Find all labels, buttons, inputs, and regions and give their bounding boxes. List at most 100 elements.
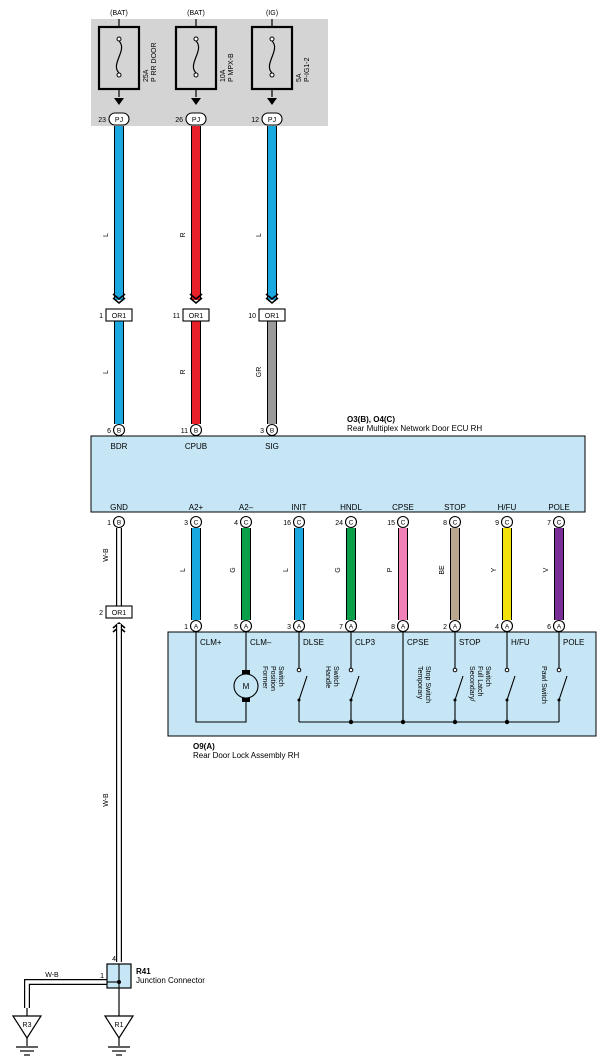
lock-terminal-2-letter: A: [297, 624, 302, 631]
or1-lower-pin: 2: [99, 610, 103, 617]
ecu-top-pin-2: 3: [260, 428, 264, 435]
ecu-bottom-label-0: A2+: [189, 503, 204, 512]
fuse-name-2: P-IG1-2: [304, 57, 311, 82]
lock-terminal-label-2: DLSE: [303, 638, 324, 647]
switch-pivot-7: [557, 698, 561, 702]
ecu-bottom-pin-4: 15: [387, 520, 395, 527]
lock-terminal-7-letter: A: [557, 624, 562, 631]
upper-wire-arrow-2-stroke-1: [265, 297, 279, 305]
ecu-bottom-pin-1: 4: [234, 520, 238, 527]
lower-wire-code-4: P: [387, 567, 394, 572]
switch-blade-2: [298, 675, 308, 701]
motor-label: M: [243, 682, 250, 691]
mid-wire-code-0: L: [103, 370, 110, 374]
lock-assembly-box: [167, 631, 597, 737]
gnd-wire-code-lower: W-B: [103, 793, 110, 807]
fuse-node-top-2: [269, 36, 275, 42]
ecu-gnd-terminal: [112, 515, 126, 529]
ecu-top-terminal-1-letter: B: [194, 428, 198, 435]
bus-junction-0: [348, 719, 354, 725]
ecu-top-label-2: SIG: [265, 442, 279, 451]
lock-terminal-2: [292, 619, 306, 633]
lock-terminal-3-letter: A: [349, 624, 354, 631]
or1-upper-2: [258, 308, 286, 322]
fuse-node-bottom-2: [269, 72, 275, 78]
fuse-name-1: P MPX-B: [228, 53, 235, 82]
fuse-element-2: [268, 40, 276, 74]
or1-upper-pin-0: 1: [99, 313, 103, 320]
lower-wire-code-1: G: [230, 567, 237, 572]
switch-label-3-1: Full Latch: [476, 666, 483, 696]
switch-contact-6: [504, 667, 510, 673]
or1-upper-pin-2: 10: [248, 313, 256, 320]
upper-wire-arrow-2-stroke-0: [265, 293, 279, 301]
ecu-bottom-terminal-5: [448, 515, 462, 529]
motor-brush-bottom: [242, 698, 250, 702]
upper-wire-arrow-0: [112, 293, 126, 305]
ground-r1-triangle: [103, 1015, 135, 1040]
ecu-bottom-terminal-1-letter: C: [244, 520, 249, 527]
ecu-bottom-label-6: H/FU: [498, 503, 517, 512]
ecu-top-terminal-2: [265, 423, 279, 437]
ecu-top-label-0: BDR: [111, 442, 128, 451]
fuse-node-bottom-1: [193, 72, 199, 78]
lower-wire-code-6: Y: [491, 567, 498, 572]
ecu-bottom-terminal-3: [344, 515, 358, 529]
lock-terminal-1-letter: A: [244, 624, 249, 631]
pj-connector-2-label: PJ: [268, 117, 276, 124]
pj-connector-0: [108, 112, 130, 126]
r3-wire-outline: [24, 979, 107, 1008]
lock-pin-1: 5: [234, 624, 238, 631]
fuse-rating-1: 10A: [220, 69, 227, 82]
lock-terminal-4: [396, 619, 410, 633]
lock-terminal-label-3: CLP3: [355, 638, 376, 647]
switch-pivot-2: [297, 698, 301, 702]
lock-terminal-label-0: CLM+: [200, 638, 222, 647]
gnd-wire-code-upper: W-B: [103, 548, 110, 562]
or1-upper-0-label: OR1: [112, 313, 127, 320]
upper-wire-arrow-0-stroke-0: [112, 293, 126, 301]
mid-wire-code-1: R: [180, 369, 187, 374]
upper-wire-code-0: L: [103, 233, 110, 237]
lock-pin-2: 3: [287, 624, 291, 631]
ecu-top-terminal-0: [112, 423, 126, 437]
or1-lower-label: OR1: [112, 610, 127, 617]
switch-contact-3: [348, 667, 354, 673]
ecu-bottom-terminal-7-letter: C: [557, 520, 562, 527]
pj-pin-1: 26: [175, 117, 183, 124]
switch-label-2-0: Temporary: [416, 666, 423, 700]
ecu-top-terminal-0-letter: B: [117, 428, 121, 435]
or1-upper-0: [105, 308, 133, 322]
pj-connector-0-label: PJ: [115, 117, 123, 124]
fuse-source-0: (BAT): [110, 10, 128, 17]
fuse-source-1: (BAT): [187, 10, 205, 17]
lock-terminal-7: [552, 619, 566, 633]
ecu-bottom-terminal-5-letter: C: [453, 520, 458, 527]
ecu-box: [90, 435, 586, 513]
ecu-bottom-terminal-6-letter: C: [505, 520, 510, 527]
bus-junction-1: [400, 719, 406, 725]
fuse-element-0: [115, 40, 123, 74]
r3-wire-code: W-B: [45, 972, 59, 979]
or1-upper-1-label: OR1: [189, 313, 204, 320]
fuse-arrow-0: [114, 98, 124, 105]
lock-terminal-label-4: CPSE: [407, 638, 429, 647]
pj-pin-0: 23: [98, 117, 106, 124]
ecu-gnd-terminal-letter: B: [117, 520, 121, 527]
lock-terminal-label-1: CLM–: [250, 638, 272, 647]
fuse-element-1: [192, 40, 200, 74]
pj-connector-2: [261, 112, 283, 126]
ecu-top-pin-1: 11: [181, 428, 188, 435]
switch-label-2-1: Stop Switch: [424, 666, 431, 703]
bus-junction-3: [504, 719, 510, 725]
junction-node: [117, 980, 121, 984]
or1-lower: [105, 605, 133, 619]
lower-wire-code-7: V: [543, 567, 550, 572]
ecu-bottom-pin-6: 9: [495, 520, 499, 527]
lock-terminal-label-7: POLE: [563, 638, 584, 647]
upper-wire-code-1: R: [180, 232, 187, 237]
ground-r1-label: R1: [115, 1022, 124, 1029]
fuse-source-2: (IG): [266, 10, 278, 17]
ecu-bottom-label-4: CPSE: [392, 503, 414, 512]
lock-terminal-label-6: H/FU: [511, 638, 530, 647]
